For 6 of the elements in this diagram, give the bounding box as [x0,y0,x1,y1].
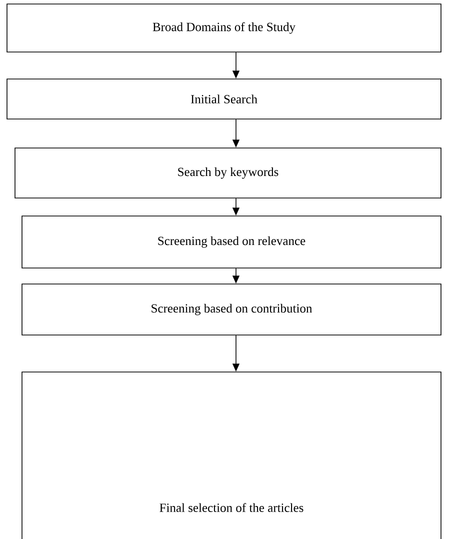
process-box: Initial Search [6,78,442,120]
process-box: Final selection of the articles [22,372,442,539]
process-box: Screening based on contribution [22,284,442,336]
process-box: Screening based on relevance [22,216,442,268]
process-box: Search by keywords [14,148,442,198]
process-box: Broad Domains of the Study [6,4,442,52]
